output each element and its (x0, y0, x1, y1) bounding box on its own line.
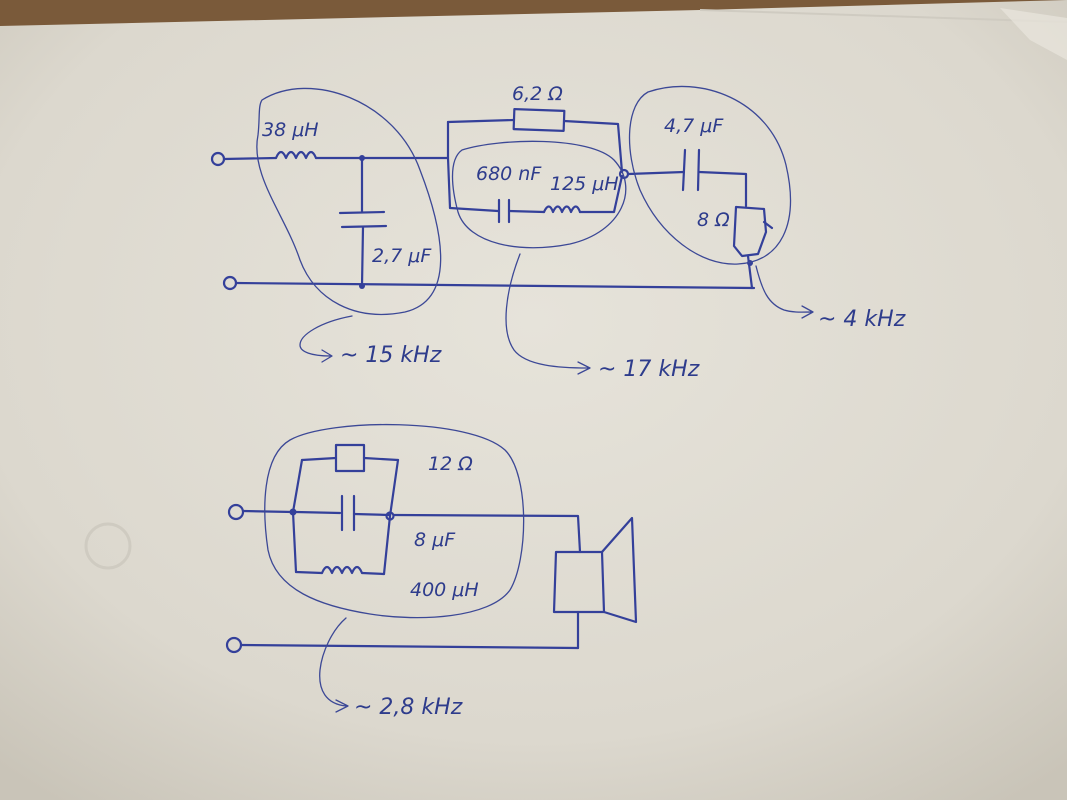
freq-notch-label: ~ 17 kHz (598, 357, 700, 382)
paper-fold-edge (699, 9, 1067, 23)
label-bottom-resistor: 12 Ω (428, 453, 473, 475)
bottom-inductor-lead-right (360, 571, 386, 576)
inductor-l2-symbol (542, 205, 582, 214)
label-r1: 6,2 Ω (512, 83, 563, 105)
notch-left-bus (446, 120, 452, 210)
bottom-capacitor-lead-left (294, 510, 342, 515)
bottom-rail-out (392, 513, 582, 554)
bottom-right-bus (382, 458, 400, 576)
capacitor-c3-plates (681, 148, 701, 192)
loop-high-pass (628, 85, 792, 265)
top-circuit: 38 μH 2,7 μF 6,2 Ω 680 nF 125 μH 4,7 μF … (210, 83, 774, 291)
freq-bottom-label: ~ 2,8 kHz (354, 695, 463, 720)
bottom-capacitor-lead-right (352, 512, 392, 517)
loop-bottom-filter (264, 423, 525, 619)
label-bottom-capacitor: 8 μF (414, 529, 456, 551)
bottom-left-bus (291, 458, 304, 574)
woofer-cone (600, 516, 638, 624)
bottom-resistor-lead-right (362, 456, 400, 462)
paper-corner-shadow (1000, 8, 1067, 60)
paper-stamp-mark (84, 522, 132, 570)
arrow-low-pass (299, 315, 353, 363)
bottom-resistor-lead-left (300, 456, 338, 462)
top-rail-segment-4 (697, 170, 748, 208)
label-c2: 680 nF (476, 163, 542, 185)
label-driver-impedance: 8 Ω (697, 209, 730, 231)
arrow-high-pass (755, 265, 814, 319)
inductor-l1-symbol (274, 150, 318, 160)
arrow-bottom (319, 617, 349, 713)
arrow-notch (505, 253, 591, 375)
freq-high-pass-label: ~ 4 kHz (818, 307, 906, 332)
bottom-inductor-symbol (320, 565, 364, 575)
notch-lower-lead-right (578, 174, 624, 214)
top-ground-rail (234, 281, 756, 290)
driver-symbol (732, 205, 768, 258)
loop-low-pass (256, 87, 442, 316)
label-l2: 125 μH (550, 173, 619, 195)
notch-lower-lead-mid (507, 209, 546, 214)
capacitor-c1-plate-bottom (340, 224, 388, 229)
freq-low-pass-label: ~ 15 kHz (340, 343, 442, 368)
capacitor-c1-lead-bottom (360, 225, 365, 288)
bottom-ground-rail (239, 643, 580, 650)
label-c1: 2,7 μF (372, 245, 432, 267)
notch-resistor-lead-right (562, 119, 624, 174)
bottom-inductor-lead-left (294, 570, 324, 575)
notch-resistor-lead-left (446, 118, 516, 124)
bottom-circuit: 12 Ω 8 μF 400 μH (225, 443, 638, 654)
top-rail-segment-1 (222, 156, 278, 161)
loop-notch (451, 140, 627, 249)
bottom-rail-in (241, 509, 295, 514)
label-c3: 4,7 μF (664, 115, 724, 137)
label-bottom-inductor: 400 μH (410, 579, 479, 601)
notch-lower-lead-left (448, 206, 500, 213)
capacitor-c1-plate-top (338, 210, 386, 215)
label-l1: 38 μH (262, 119, 319, 141)
driver-cone-line (762, 220, 774, 230)
top-rail-segment-3 (626, 170, 686, 176)
